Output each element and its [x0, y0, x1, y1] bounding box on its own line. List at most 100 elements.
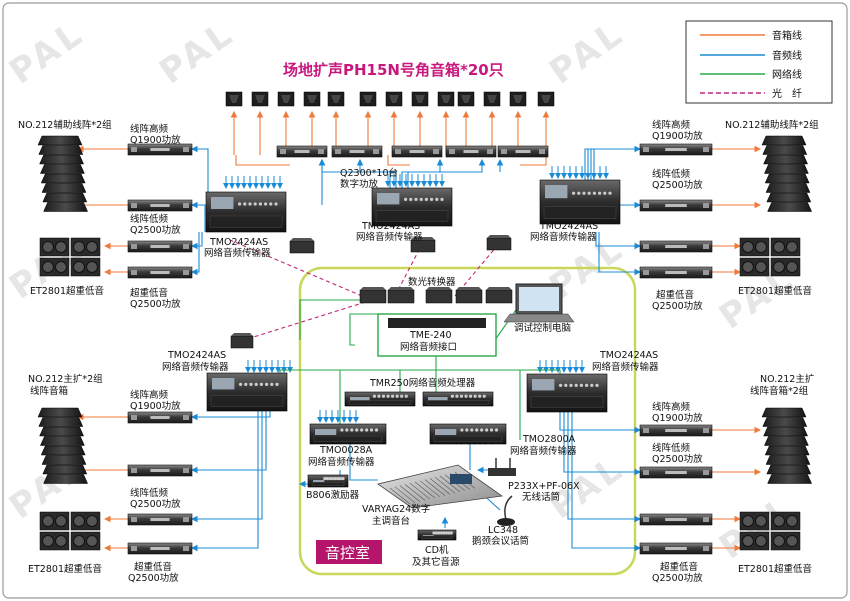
horn-speaker	[225, 91, 243, 107]
subwoofer-bl	[39, 511, 101, 551]
watermark: PAL	[542, 13, 632, 93]
aux-array-right	[761, 135, 812, 212]
tmo0028-transmitter	[309, 423, 387, 445]
input-arrows-tc	[385, 174, 445, 187]
horn-speaker	[509, 91, 527, 107]
main-right-label-2: 线阵音箱*2组	[750, 385, 809, 397]
hf-amp-tl-label-2: Q1900功放	[130, 134, 181, 146]
cd-label-1: CD机	[425, 544, 449, 556]
hf-amp-bl-label-2: Q1900功放	[130, 400, 181, 412]
input-arrows-tr	[549, 166, 609, 179]
aux-array-left-label: NO.212辅助线阵*2组	[18, 119, 112, 131]
aux-array-left	[37, 135, 88, 212]
horn-speaker	[537, 91, 555, 107]
control-room-badge	[316, 540, 382, 564]
sub-amp-bl	[127, 513, 193, 526]
watermark: PAL	[2, 13, 92, 93]
legend: 音箱线 音频线 网络线 光 纤	[685, 20, 833, 104]
sub-amp-br	[639, 513, 713, 526]
sub-tr-label: ET2801超重低音	[738, 285, 812, 297]
sub-amp-tr	[639, 266, 713, 279]
audio-wire	[559, 410, 642, 434]
tmo-ml-label-2: 网络音频传输器	[162, 361, 229, 373]
watermark: PAL	[152, 13, 242, 93]
fiber-converter	[425, 287, 453, 304]
audio-wire	[190, 410, 271, 421]
main-right-label-1: NO.212主扩	[760, 373, 815, 385]
input-arrows-tl	[223, 176, 283, 189]
lf-amp-tr	[639, 199, 713, 212]
sub-amp-tl-label-1: 超重低音	[130, 287, 168, 299]
lf-amp-bl	[127, 464, 193, 477]
q2300-amp	[497, 145, 549, 158]
p233-label-1: P233X+PF-06X	[508, 481, 580, 492]
fiber-wire	[229, 239, 363, 297]
lf-amp-tl	[127, 199, 193, 212]
tme-label-2: 网络音频接口	[400, 341, 457, 353]
b806-exciter	[307, 474, 349, 488]
lf-amp-br-label-2: Q2500功放	[652, 453, 703, 465]
tmo-mr-label-1: TMO2424AS	[599, 350, 658, 361]
lf-amp-br-label-1: 线阵低频	[652, 442, 691, 454]
mixer-label-2: 主调音台	[372, 515, 410, 527]
audio-wire	[190, 145, 209, 232]
audio-wire	[407, 158, 486, 188]
tmr-label: TMR250网络音频处理器	[369, 377, 476, 389]
gooseneck-mic	[497, 495, 515, 526]
pc-label: 调试控制电脑	[514, 322, 571, 334]
lf-amp-tr-label-2: Q2500功放	[652, 179, 703, 191]
fiber-converter	[387, 287, 415, 304]
tmo-transmitter-mr	[526, 373, 608, 413]
audio-wire	[356, 158, 397, 188]
lf-amp-br	[639, 466, 713, 479]
horn-speaker	[437, 91, 455, 107]
hf-amp-tr	[639, 143, 713, 156]
q2300-label-2: 数字功放	[340, 178, 379, 190]
tmo-tl-label-1: TMO2424AS	[209, 237, 268, 248]
audio-wire	[190, 410, 259, 552]
sub-amp-tl	[127, 266, 193, 279]
sub-amp-bl	[127, 542, 193, 555]
hf-amp-tr-label-1: 线阵高频	[652, 119, 691, 131]
audio-wire	[190, 232, 200, 276]
lc348-label-1: LC348	[488, 525, 518, 536]
subwoofer-tl	[39, 237, 101, 277]
fiber-wire	[243, 299, 373, 341]
device-layer	[37, 91, 812, 555]
tmo-tl-label-2: 网络音频传输器	[204, 247, 271, 259]
control-room-frame	[298, 266, 637, 576]
tmo0028-label-2: 网络音频传输器	[308, 456, 375, 468]
horn-speaker	[457, 91, 475, 107]
aux-array-right-label: NO.212辅助线阵*2组	[725, 119, 819, 131]
converter-ml	[230, 333, 254, 349]
tmo-transmitter-tl	[205, 191, 287, 233]
tmo2800-label-2: 网络音频传输器	[510, 445, 577, 457]
audio-wire	[571, 410, 642, 552]
sub-tl-label: ET2801超重低音	[30, 285, 104, 297]
wireless-mic	[488, 458, 516, 476]
speaker-wire	[387, 155, 410, 166]
sub-amp-bl-label-1: 超重低音	[134, 561, 172, 573]
lc348-label-2: 鹅颈会议话筒	[472, 535, 529, 547]
sub-amp-bl-label-2: Q2500功放	[128, 572, 179, 584]
horn-speaker	[359, 91, 377, 107]
sub-amp-br-label-2: Q2500功放	[652, 572, 703, 584]
fiber-converter-label: 数光转换器	[408, 276, 456, 288]
audio-wire	[190, 410, 263, 523]
speaker-wire	[520, 155, 547, 166]
input-arrows-tmo0028	[317, 410, 359, 423]
q2300-amp	[276, 145, 328, 158]
tmo2800-label-1: TMO2800A	[522, 434, 576, 445]
q2300-label-1: Q2300*10台	[340, 167, 398, 179]
network-wire	[299, 299, 378, 340]
sub-br-label: ET2801超重低音	[738, 563, 812, 575]
sub-amp-tl-label-2: Q2500功放	[130, 298, 181, 310]
tme-label-1: TME-240	[409, 330, 452, 341]
sub-amp-br	[639, 542, 713, 555]
hf-amp-tl	[127, 143, 193, 156]
sub-amp-tr-label-1: 超重低音	[656, 289, 694, 301]
speaker-wire	[235, 155, 290, 166]
fiber-converter	[455, 287, 483, 304]
